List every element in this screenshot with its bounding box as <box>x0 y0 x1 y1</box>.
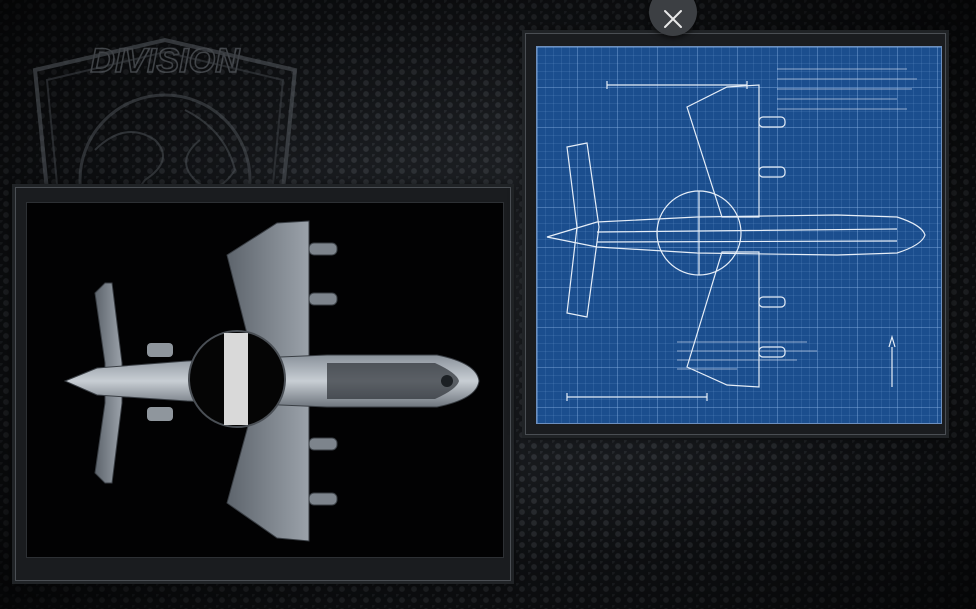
aircraft-render-frame <box>15 187 511 581</box>
aircraft-icon <box>63 220 480 542</box>
close-icon <box>664 10 682 28</box>
blueprint-frame <box>525 33 946 435</box>
blueprint-view <box>536 46 942 424</box>
aircraft-render-view <box>26 202 504 558</box>
emblem-text: DIVISION <box>90 42 241 80</box>
blueprint-icon <box>546 68 926 401</box>
